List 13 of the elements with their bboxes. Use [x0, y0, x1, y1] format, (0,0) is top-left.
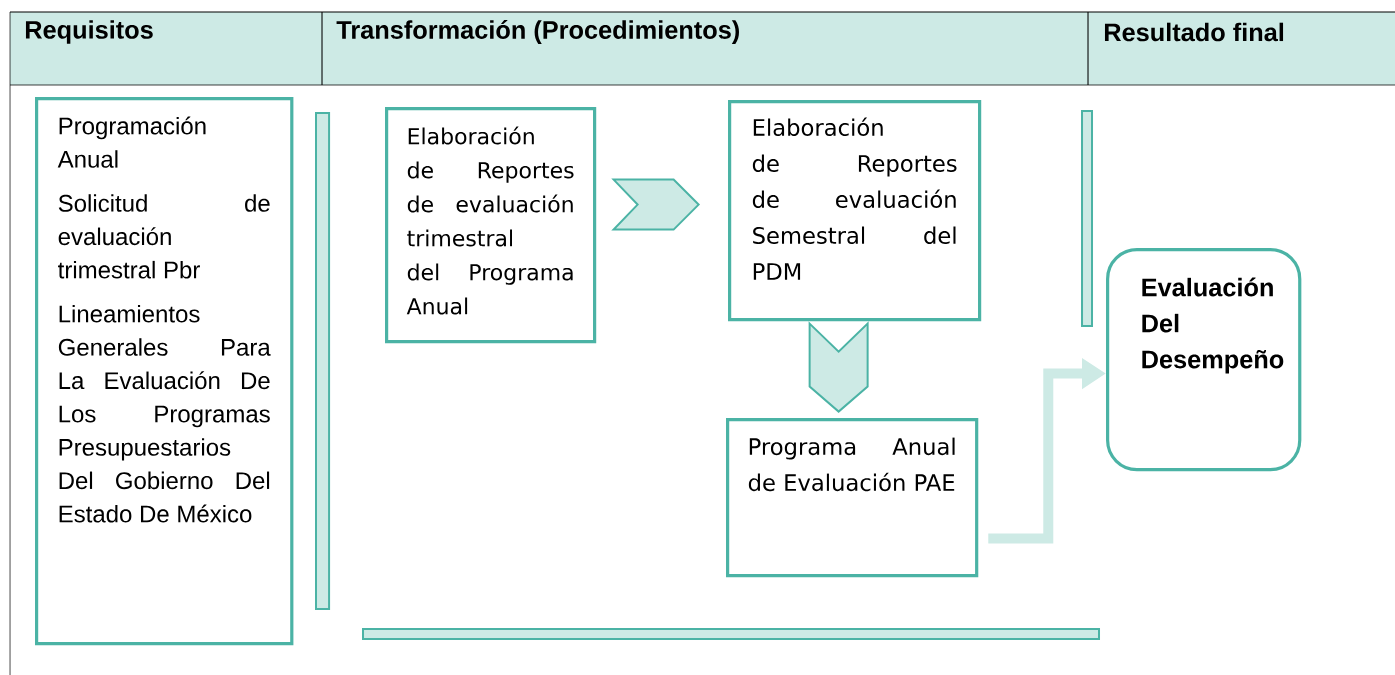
- column-header: Requisitos: [25, 20, 153, 44]
- column-header: Resultado final: [1104, 22, 1284, 42]
- bar: [315, 112, 331, 610]
- column-header: Transformación (Procedimientos): [336, 20, 739, 44]
- process-box: Programa Anual de Evaluación PAE: [726, 418, 979, 578]
- result-box: Evaluación Del Desempeño: [1106, 248, 1302, 472]
- requirements-box: Programación Anual Solicitud de evaluación trimestral Pbr Lineamientos Generales Para La Evaluación De Los Programas Presupuestarios Del Gobierno Del Estado De México: [35, 97, 294, 646]
- process-box: Elaboración de Reportes de evaluación trimestral del Programa Anual: [385, 107, 597, 344]
- chevron-arrow: [808, 321, 869, 413]
- bar: [1081, 110, 1093, 327]
- chevron-arrow: [611, 178, 701, 231]
- process-box: Elaboración de Reportes de evaluación Semestral del PDM: [728, 100, 982, 322]
- bar: [362, 628, 1100, 640]
